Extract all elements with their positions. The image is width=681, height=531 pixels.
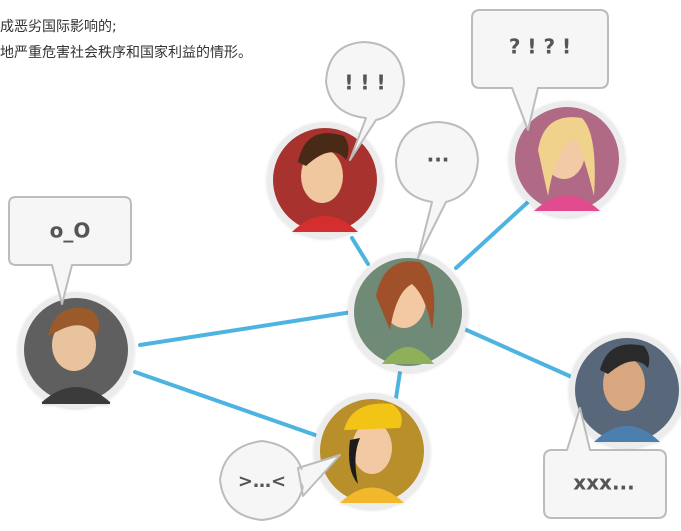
text-line-2: 地严重危害社会秩序和国家利益的情形。 (0, 45, 252, 61)
connector-center-topright (454, 200, 530, 270)
avatar-bottom (314, 393, 430, 509)
avatar-top-right (509, 101, 625, 217)
text-line-1: 成恶劣国际影响的; (0, 19, 117, 35)
connector-center-left (138, 310, 354, 347)
speech-bubble-left (8, 196, 132, 305)
bubble-text-bottom-right: xxx... (573, 471, 635, 495)
connection-lines (133, 200, 576, 438)
avatar-center (348, 252, 468, 372)
connector-center-bottom (394, 370, 402, 400)
speech-bubble-top-right (471, 9, 609, 131)
connector-left-bottom (133, 370, 320, 438)
speech-bubble-center (395, 121, 479, 259)
bubble-text-top: ! ! ! (344, 71, 385, 95)
bubble-text-center: ... (427, 143, 450, 167)
connector-center-bottomright (460, 326, 576, 380)
speech-bubble-top (325, 41, 405, 161)
speech-bubble-bottom-right (543, 407, 667, 519)
avatar-left (18, 292, 134, 408)
connector-center-topleft (350, 236, 370, 266)
speech-bubble-bottom (219, 440, 341, 521)
avatar-top (267, 122, 383, 238)
bubble-text-top-right: ? ! ? ! (509, 35, 571, 59)
avatar-bottom-right (569, 332, 681, 448)
bubble-text-bottom: >…< (238, 471, 286, 492)
bubble-text-left: o_O (50, 219, 91, 243)
